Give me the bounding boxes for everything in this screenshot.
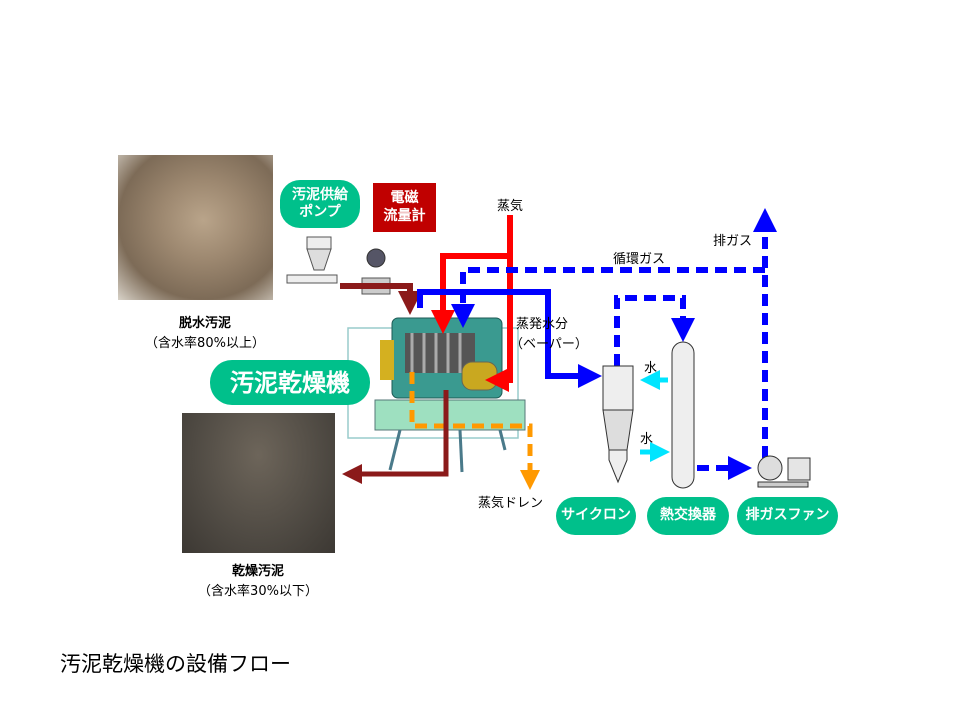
cyclone-icon [602,365,634,484]
exhaust-fan-icon [757,455,811,488]
steam-drain-arrow [409,372,540,490]
dewatered-sludge-note: （含水率80%以上） [145,336,265,351]
sludge-pump-icon [286,236,338,284]
heat-exchanger-icon [671,341,695,489]
dried-sludge-photo [182,413,335,553]
dryer-badge: 汚泥乾燥機 [210,360,370,405]
dryer-machine-icon [347,317,526,473]
steam-branch-arrow [431,253,510,334]
cyclone-badge: サイクロン [556,497,636,535]
vapor-arrow [417,289,602,388]
heat-exchanger-badge: 熱交換器 [647,497,729,535]
dried-sludge-label: 乾燥汚泥 [231,564,284,579]
sludge-pump-badge: 汚泥供給ポンプ [280,180,360,228]
vapor-sublabel: （ベーパー） [510,337,588,352]
page-title: 汚泥乾燥機の設備フロー [60,652,291,676]
exhaust-gas-label: 排ガス [713,234,753,249]
dewatered-sludge-label: 脱水汚泥 [178,316,231,331]
dried-sludge-note: （含水率30%以下） [198,584,318,599]
water-out-label: 水 [644,361,658,376]
vapor-label: 蒸発水分 [516,317,569,332]
pump-label-line2: ポンプ [299,204,341,220]
flowmeter-label-line1: 電磁 [390,190,419,206]
steam-drain-label: 蒸気ドレン [478,496,544,511]
exhaust-fan-badge: 排ガスファン [737,497,838,535]
circulating-gas-arrow [451,267,765,328]
flowmeter-badge: 電磁流量計 [373,183,436,232]
flowmeter-label-line2: 流量計 [383,207,426,224]
steam-label: 蒸気 [497,199,524,214]
water-in-label: 水 [640,432,654,447]
circulating-gas-label: 循環ガス [613,252,666,267]
pump-label-line1: 汚泥供給 [292,186,348,203]
cyclone-to-hx-arrow [614,295,695,366]
sludge-feed-arrow [340,283,422,315]
dried-sludge-arrow [342,390,449,484]
dewatered-sludge-photo [118,155,273,300]
